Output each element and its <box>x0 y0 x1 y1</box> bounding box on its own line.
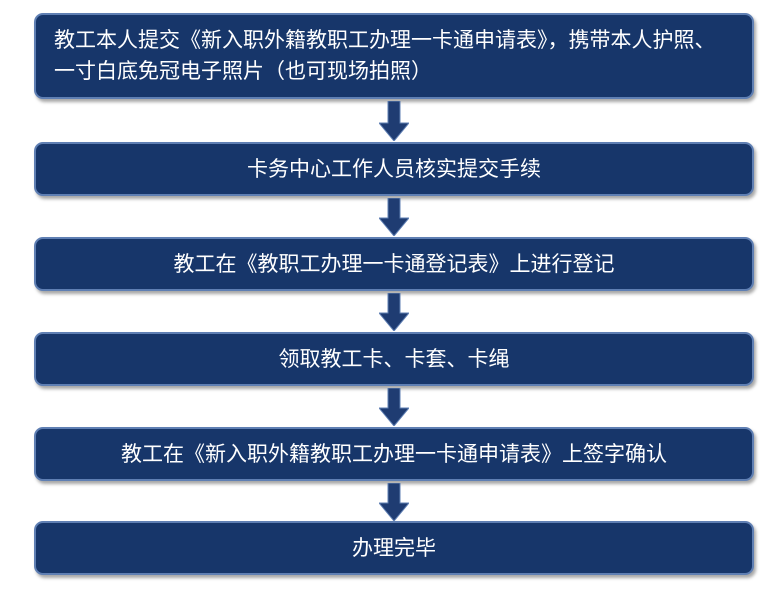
arrow-down-icon <box>379 388 409 426</box>
arrow-down-icon <box>379 293 409 331</box>
step-1-text: 教工本人提交《新入职外籍教职工办理一卡通申请表》，携带本人护照、一寸白底免冠电子… <box>54 28 716 83</box>
step-5-text: 教工在《新入职外籍教职工办理一卡通申请表》上签字确认 <box>121 441 667 466</box>
arrow-down-icon <box>379 198 409 236</box>
step-3-text: 教工在《教职工办理一卡通登记表》上进行登记 <box>173 251 615 276</box>
step-4-text: 领取教工卡、卡套、卡绳 <box>278 346 510 371</box>
step-1-box: 教工本人提交《新入职外籍教职工办理一卡通申请表》，携带本人护照、一寸白底免冠电子… <box>34 13 754 99</box>
step-3-box: 教工在《教职工办理一卡通登记表》上进行登记 <box>34 237 754 291</box>
step-6-text: 办理完毕 <box>352 535 436 560</box>
step-2-text: 卡务中心工作人员核实提交手续 <box>247 156 541 181</box>
step-2-box: 卡务中心工作人员核实提交手续 <box>34 142 754 196</box>
arrow-down-icon <box>379 483 409 521</box>
step-4-box: 领取教工卡、卡套、卡绳 <box>34 332 754 386</box>
arrow-down-icon <box>379 101 409 141</box>
step-5-box: 教工在《新入职外籍教职工办理一卡通申请表》上签字确认 <box>34 427 754 481</box>
step-6-box: 办理完毕 <box>34 521 754 575</box>
